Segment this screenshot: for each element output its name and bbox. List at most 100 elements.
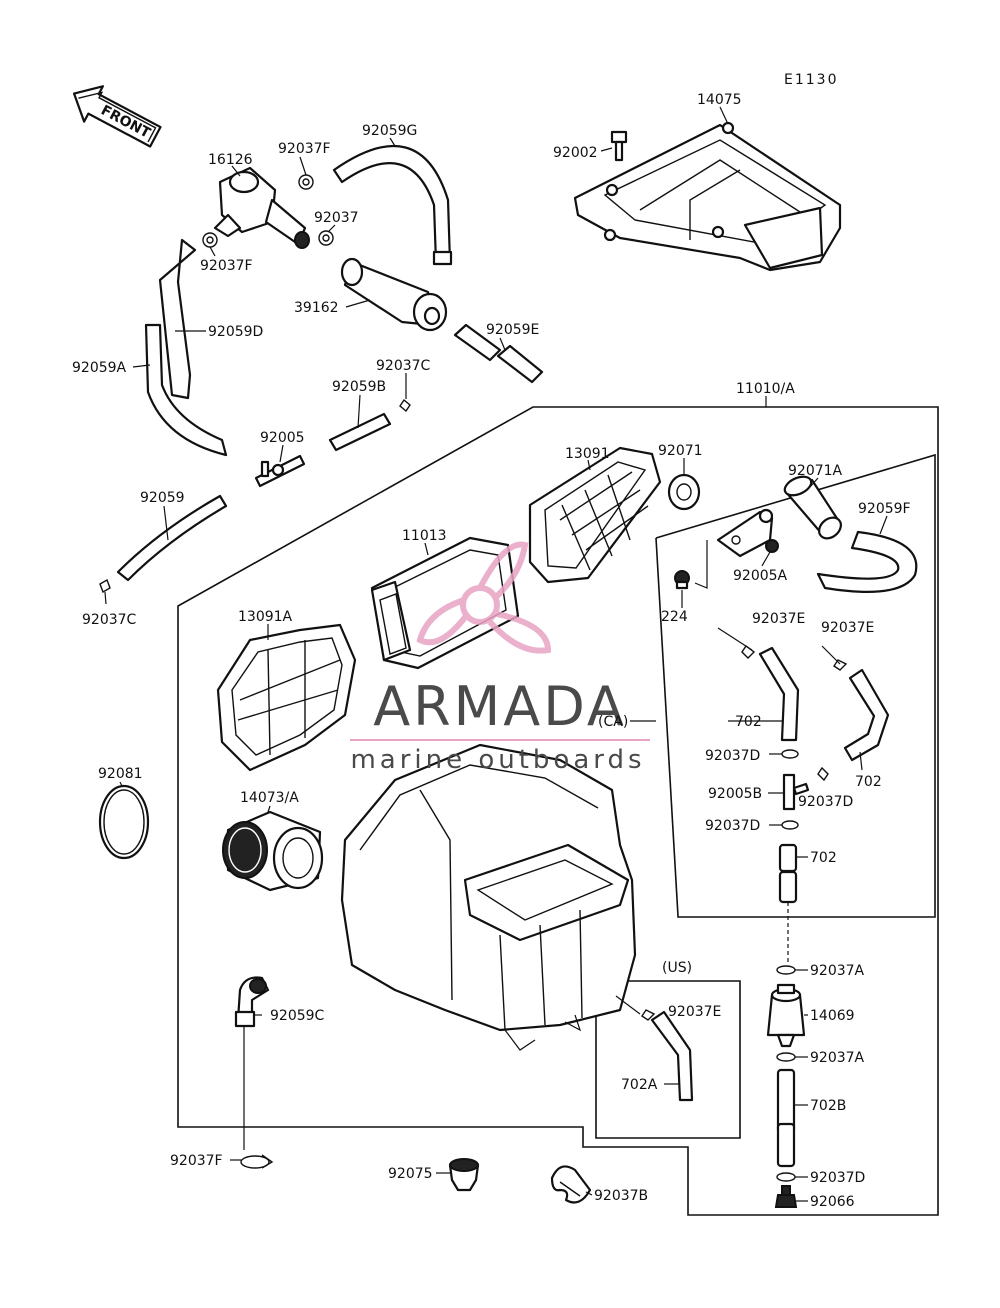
- part-92037E-clamp-b: [833, 659, 848, 671]
- part-39162-filter: [340, 257, 448, 332]
- part-92037F-clamp-top: [298, 174, 314, 190]
- label-us: (US): [662, 960, 692, 976]
- label-92005A: 92005A: [733, 568, 788, 584]
- part-92037C-clamp-left: [99, 578, 111, 594]
- label-224: 224: [661, 609, 688, 625]
- ca-subframe: [655, 453, 936, 918]
- label-92037F-top: 92037F: [278, 141, 331, 157]
- label-92059B: 92059B: [332, 379, 386, 395]
- label-92037F-left: 92037F: [200, 258, 253, 274]
- part-92081-o-ring: [98, 784, 150, 860]
- label-92005: 92005: [260, 430, 305, 446]
- us-subframe: [595, 980, 741, 1139]
- part-92037E-clamp-us: [641, 1009, 656, 1021]
- part-14069-separator: [766, 983, 806, 1048]
- label-92037D-c: 92037D: [705, 818, 760, 834]
- part-92059-hose: [116, 494, 228, 582]
- label-702-c: 702: [810, 850, 837, 866]
- part-92037C-clamp-top: [399, 398, 411, 413]
- part-92037F-clamp-bottom: [240, 1154, 274, 1169]
- watermark-logo-icon: [416, 541, 552, 654]
- part-702A-hose: [650, 1010, 694, 1102]
- part-air-box-housing: [340, 743, 637, 1051]
- part-11013-filter-element: [370, 536, 520, 670]
- part-92037D-clamp-b: [817, 766, 829, 782]
- watermark-tagline: marine outboards: [350, 745, 645, 775]
- part-92075-plug: [448, 1158, 480, 1192]
- part-92005B-fitting: [782, 773, 810, 811]
- part-14073A-duct: [222, 810, 324, 892]
- part-702-tube-c: [778, 843, 798, 904]
- label-92037C-left: 92037C: [82, 612, 137, 628]
- part-92037D-clamp-c: [781, 820, 799, 830]
- assembly-frame: [177, 406, 939, 1216]
- label-92037D-d: 92037D: [810, 1170, 865, 1186]
- part-92059B-tube: [328, 412, 392, 452]
- part-92037B-clamp: [550, 1165, 592, 1204]
- part-92005-fitting: [254, 454, 306, 488]
- label-92037A-a: 92037A: [810, 963, 865, 979]
- label-92037D-b: 92037D: [798, 794, 853, 810]
- label-92037E-us: 92037E: [668, 1004, 721, 1020]
- part-702-hose-b: [843, 668, 890, 762]
- part-92071A-pipe: [783, 475, 842, 540]
- label-92005B: 92005B: [708, 786, 762, 802]
- front-arrow-icon: FRONT: [72, 85, 162, 148]
- label-92037F-bottom: 92037F: [170, 1153, 223, 1169]
- part-16126-valve: [213, 166, 310, 249]
- part-92059G-hose: [332, 145, 452, 264]
- label-702A: 702A: [621, 1077, 658, 1093]
- label-702-a: 702: [735, 714, 762, 730]
- part-92059C-elbow: [234, 976, 270, 1028]
- part-92002-bolt: [610, 130, 628, 162]
- part-92059A-hose: [144, 323, 228, 457]
- part-92037A-clamp-b: [776, 1052, 796, 1062]
- label-14069: 14069: [810, 1008, 855, 1024]
- label-92071A: 92071A: [788, 463, 843, 479]
- label-92002: 92002: [553, 145, 598, 161]
- label-11010A: 11010/A: [736, 381, 795, 397]
- part-14075-tray: [573, 121, 842, 272]
- label-92066: 92066: [810, 1194, 855, 1210]
- label-39162: 39162: [294, 300, 339, 316]
- label-13091A: 13091A: [238, 609, 293, 625]
- label-92059G: 92059G: [362, 123, 417, 139]
- label-92037E-a: 92037E: [752, 611, 805, 627]
- part-92037F-clamp-left: [202, 232, 218, 248]
- label-92037B: 92037B: [594, 1188, 648, 1204]
- part-13091-grille: [528, 446, 662, 584]
- part-92037D-clamp-d: [776, 1172, 796, 1182]
- part-92005A-fitting: [716, 508, 779, 558]
- part-224-screw: [674, 570, 690, 590]
- part-13091A-grille: [216, 623, 357, 772]
- part-92059E-hose-pair: [453, 323, 544, 384]
- label-92059A: 92059A: [72, 360, 127, 376]
- part-92071-grommet: [667, 473, 701, 511]
- label-14073A: 14073/A: [240, 790, 299, 806]
- watermark-brand: ARMADA: [373, 675, 627, 738]
- label-16126: 16126: [208, 152, 253, 168]
- label-13091: 13091: [565, 446, 610, 462]
- label-92037A-b: 92037A: [810, 1050, 865, 1066]
- label-14075: 14075: [697, 92, 742, 108]
- part-92059D-hose: [158, 238, 197, 400]
- label-92037C-top: 92037C: [376, 358, 431, 374]
- label-92059D: 92059D: [208, 324, 263, 340]
- part-92059F-hose: [816, 530, 918, 593]
- part-92037A-clamp-a: [776, 965, 796, 975]
- part-92037-clamp: [318, 230, 334, 246]
- part-702B-tube: [776, 1068, 796, 1168]
- label-702B: 702B: [810, 1098, 846, 1114]
- part-92037D-clamp-a: [781, 749, 799, 759]
- label-92059: 92059: [140, 490, 185, 506]
- label-92059E: 92059E: [486, 322, 539, 338]
- label-702-b: 702: [855, 774, 882, 790]
- label-92059F: 92059F: [858, 501, 911, 517]
- label-ca: (CA): [598, 714, 628, 730]
- label-92037: 92037: [314, 210, 359, 226]
- label-92037E-b: 92037E: [821, 620, 874, 636]
- diagram-code: E1130: [784, 72, 838, 88]
- label-92075: 92075: [388, 1166, 433, 1182]
- leader-lines: [104, 106, 888, 1202]
